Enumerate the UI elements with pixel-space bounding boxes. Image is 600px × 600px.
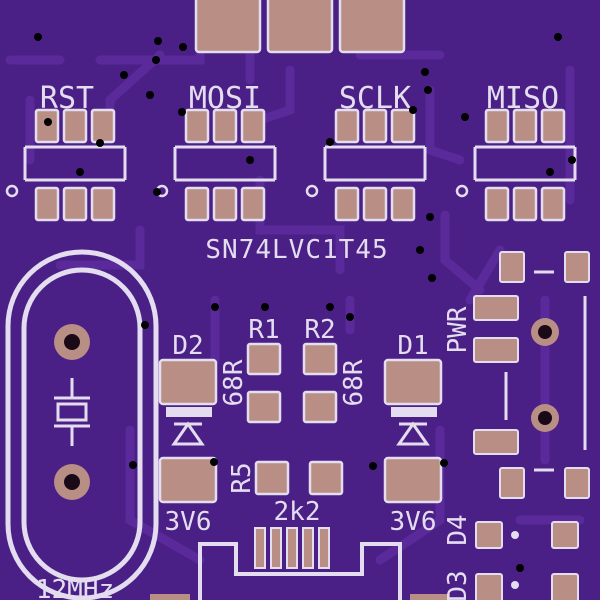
level-shifter-part-label: SN74LVC1T45: [205, 235, 388, 265]
resistor-value-label: 2k2: [274, 497, 321, 527]
crystal-symbol-icon: [54, 378, 90, 446]
resistor-ref-label: R2: [304, 315, 335, 345]
resistor-r5: R5 2k2: [227, 460, 344, 527]
diode-value-label: 3V6: [390, 507, 437, 537]
level-shifter-net-label: SCLK: [339, 81, 411, 116]
level-shifter-net-label: MISO: [487, 81, 559, 116]
level-shifter-net-label: MOSI: [189, 81, 261, 116]
vias: [34, 33, 576, 572]
diode-ref-label: D2: [172, 331, 203, 361]
led-ref-label: D4: [443, 514, 473, 545]
led-d4: D4: [443, 514, 579, 549]
resistor-r2: R2 68R: [302, 315, 369, 424]
pwr-label: PWR: [443, 306, 473, 353]
level-shifter-mosi: MOSI: [155, 81, 277, 222]
level-shifter-sclk: SCLK: [305, 81, 427, 222]
crystal: 12MHz: [5, 249, 159, 600]
resistor-r1: R1 68R: [219, 315, 282, 424]
led-d3: D3: [443, 570, 579, 600]
resistor-value-label: 68R: [219, 359, 249, 406]
diode-d1: D1 3V6: [383, 331, 443, 537]
diode-ref-label: D1: [397, 331, 428, 361]
crystal-value-label: 12MHz: [36, 575, 114, 600]
zener-diode-icon: [396, 421, 430, 446]
top-connector-pads: [194, 0, 406, 54]
level-shifter-net-label: RST: [40, 81, 94, 116]
led-ref-label: D3: [443, 570, 473, 600]
level-shifter-miso: MISO: [455, 81, 577, 222]
resistor-ref-label: R1: [248, 315, 279, 345]
diode-value-label: 3V6: [165, 507, 212, 537]
resistor-value-label: 68R: [339, 359, 369, 406]
diode-d2: D2 3V6: [158, 331, 218, 537]
level-shifter-rst: RST: [5, 81, 127, 222]
zener-diode-icon: [171, 421, 205, 446]
power-switch: PWR: [443, 251, 590, 499]
bottom-connector: [150, 527, 450, 600]
resistor-ref-label: R5: [227, 462, 257, 493]
